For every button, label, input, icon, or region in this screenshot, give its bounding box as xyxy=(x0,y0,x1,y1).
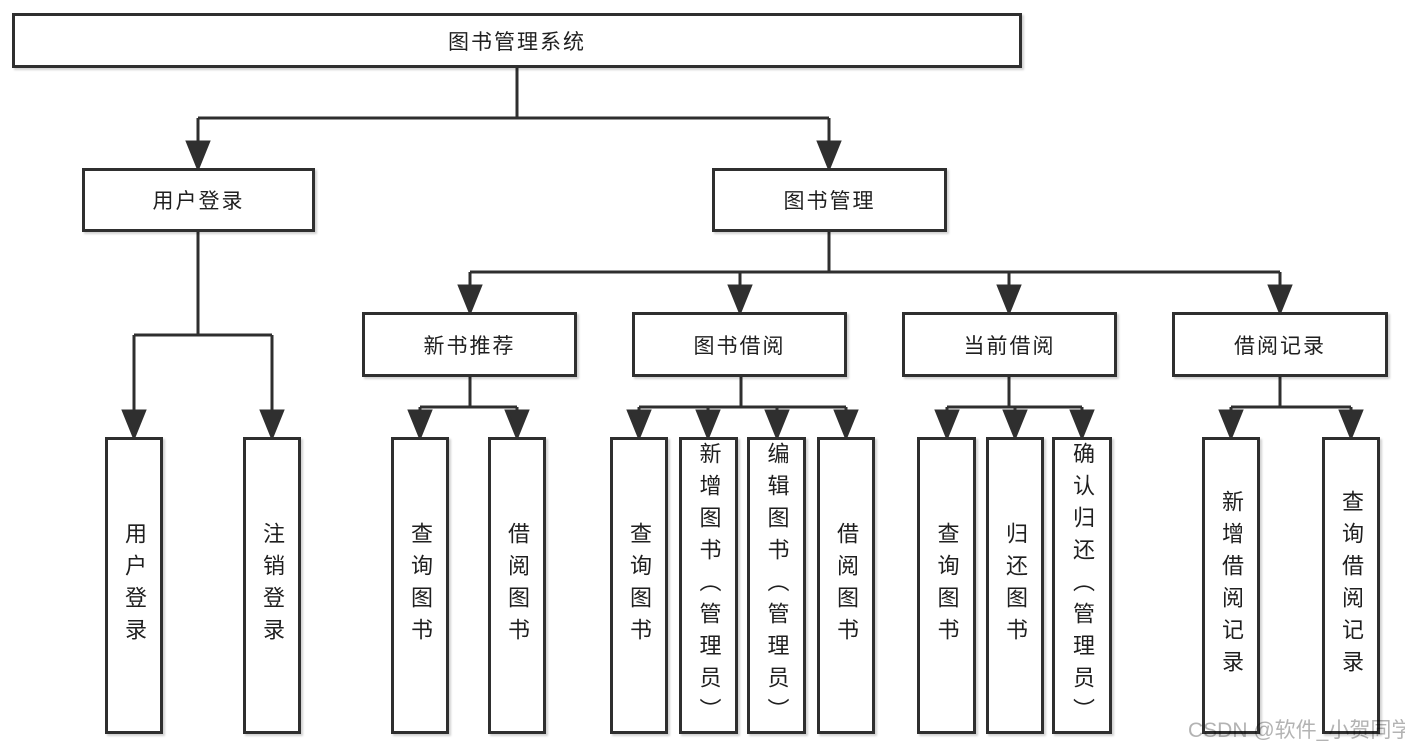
node-leaf-query-books-2: 查询图书 xyxy=(610,437,668,734)
node-leaf-confirm-return-admin: 确认归还（管理员） xyxy=(1052,437,1112,734)
node-new-book-recommend-label: 新书推荐 xyxy=(423,334,516,358)
node-leaf-borrow-books-2: 借阅图书 xyxy=(817,437,875,734)
node-leaf-borrow-books-2-label: 借阅图书 xyxy=(834,521,859,650)
connector-current-to-children xyxy=(934,377,1095,442)
connector-borrow-to-children xyxy=(626,377,859,442)
node-root-system: 图书管理系统 xyxy=(12,13,1022,68)
node-leaf-add-borrow-record: 新增借阅记录 xyxy=(1202,437,1260,734)
node-leaf-user-login: 用户登录 xyxy=(105,437,163,734)
node-current-borrow-label: 当前借阅 xyxy=(963,334,1056,358)
node-leaf-query-books-2-label: 查询图书 xyxy=(627,521,652,650)
node-book-management-label: 图书管理 xyxy=(783,190,876,213)
node-book-borrow: 图书借阅 xyxy=(632,312,847,377)
node-borrow-records-label: 借阅记录 xyxy=(1234,334,1326,358)
node-leaf-logout: 注销登录 xyxy=(243,437,301,734)
node-leaf-return-books-label: 归还图书 xyxy=(1003,521,1028,650)
node-leaf-borrow-books-1-label: 借阅图书 xyxy=(505,521,530,650)
node-user-login-label: 用户登录 xyxy=(152,190,245,213)
node-user-login: 用户登录 xyxy=(82,168,315,232)
node-root-label: 图书管理系统 xyxy=(448,30,586,54)
watermark: CSDN @软件_小贺同学 xyxy=(1188,719,1405,742)
node-leaf-query-books-1: 查询图书 xyxy=(391,437,449,734)
node-leaf-edit-books-admin-label: 编辑图书（管理员） xyxy=(764,441,790,730)
node-new-book-recommend: 新书推荐 xyxy=(362,312,577,377)
connector-records-to-children xyxy=(1218,377,1364,442)
node-borrow-records: 借阅记录 xyxy=(1172,312,1388,377)
node-leaf-add-books-admin: 新增图书（管理员） xyxy=(679,437,738,734)
node-leaf-query-books-3: 查询图书 xyxy=(917,437,976,734)
node-leaf-logout-label: 注销登录 xyxy=(260,521,285,650)
node-book-management: 图书管理 xyxy=(712,168,947,232)
connector-root-to-level2 xyxy=(185,68,842,173)
node-current-borrow: 当前借阅 xyxy=(902,312,1117,377)
node-leaf-return-books: 归还图书 xyxy=(986,437,1044,734)
node-leaf-borrow-books-1: 借阅图书 xyxy=(488,437,546,734)
node-leaf-edit-books-admin: 编辑图书（管理员） xyxy=(747,437,806,734)
node-leaf-user-login-label: 用户登录 xyxy=(122,521,147,650)
connector-login-to-children xyxy=(121,232,285,442)
node-leaf-query-books-3-label: 查询图书 xyxy=(934,521,960,650)
node-leaf-add-books-admin-label: 新增图书（管理员） xyxy=(696,441,722,730)
node-leaf-query-borrow-record-label: 查询借阅记录 xyxy=(1339,489,1364,682)
node-leaf-add-borrow-record-label: 新增借阅记录 xyxy=(1219,489,1244,682)
connector-management-to-sections xyxy=(457,232,1293,317)
node-leaf-confirm-return-admin-label: 确认归还（管理员） xyxy=(1070,441,1095,730)
node-book-borrow-label: 图书借阅 xyxy=(693,334,786,358)
connector-recommend-to-children xyxy=(407,377,530,442)
node-leaf-query-borrow-record: 查询借阅记录 xyxy=(1322,437,1380,734)
node-leaf-query-books-1-label: 查询图书 xyxy=(408,521,433,650)
